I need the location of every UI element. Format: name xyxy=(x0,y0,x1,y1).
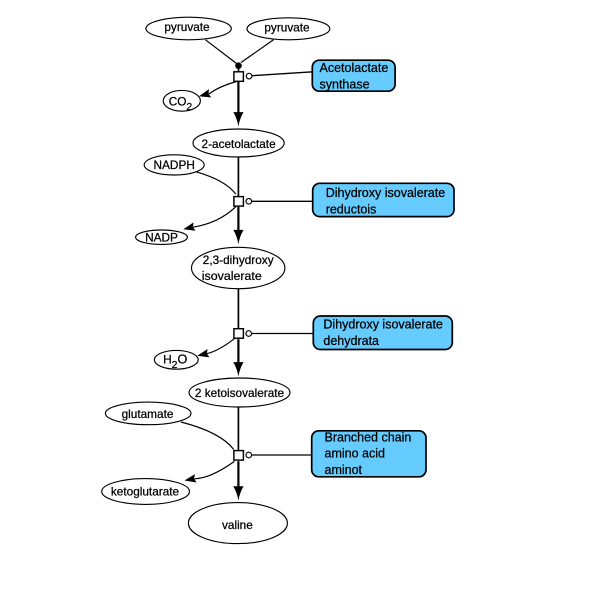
svg-text:NADPH: NADPH xyxy=(154,158,195,172)
svg-text:H2O: H2O xyxy=(163,353,187,371)
svg-text:glutamate: glutamate xyxy=(122,407,174,421)
svg-text:2,3-dihydroxy: 2,3-dihydroxy xyxy=(203,253,274,267)
svg-text:pyruvate: pyruvate xyxy=(264,20,310,34)
svg-text:valine: valine xyxy=(222,518,253,532)
svg-text:ketoglutarate: ketoglutarate xyxy=(111,485,180,499)
svg-text:2 ketoisovalerate: 2 ketoisovalerate xyxy=(195,386,285,400)
svg-text:NADP: NADP xyxy=(145,230,178,244)
svg-text:synthase: synthase xyxy=(320,78,370,92)
svg-text:isovalerate: isovalerate xyxy=(202,269,262,283)
svg-text:aminot: aminot xyxy=(325,463,363,477)
svg-text:Dihydroxy isovalerate: Dihydroxy isovalerate xyxy=(326,186,446,200)
svg-text:Branched chain: Branched chain xyxy=(325,430,412,444)
svg-text:dehydrata: dehydrata xyxy=(323,334,379,348)
svg-text:amino acid: amino acid xyxy=(325,447,385,461)
svg-text:pyruvate: pyruvate xyxy=(164,20,210,34)
svg-text:Acetolactate: Acetolactate xyxy=(320,61,389,75)
svg-text:reductois: reductois xyxy=(326,203,377,217)
svg-text:2-acetolactate: 2-acetolactate xyxy=(202,137,277,151)
svg-text:Dihydroxy isovalerate: Dihydroxy isovalerate xyxy=(323,318,443,332)
